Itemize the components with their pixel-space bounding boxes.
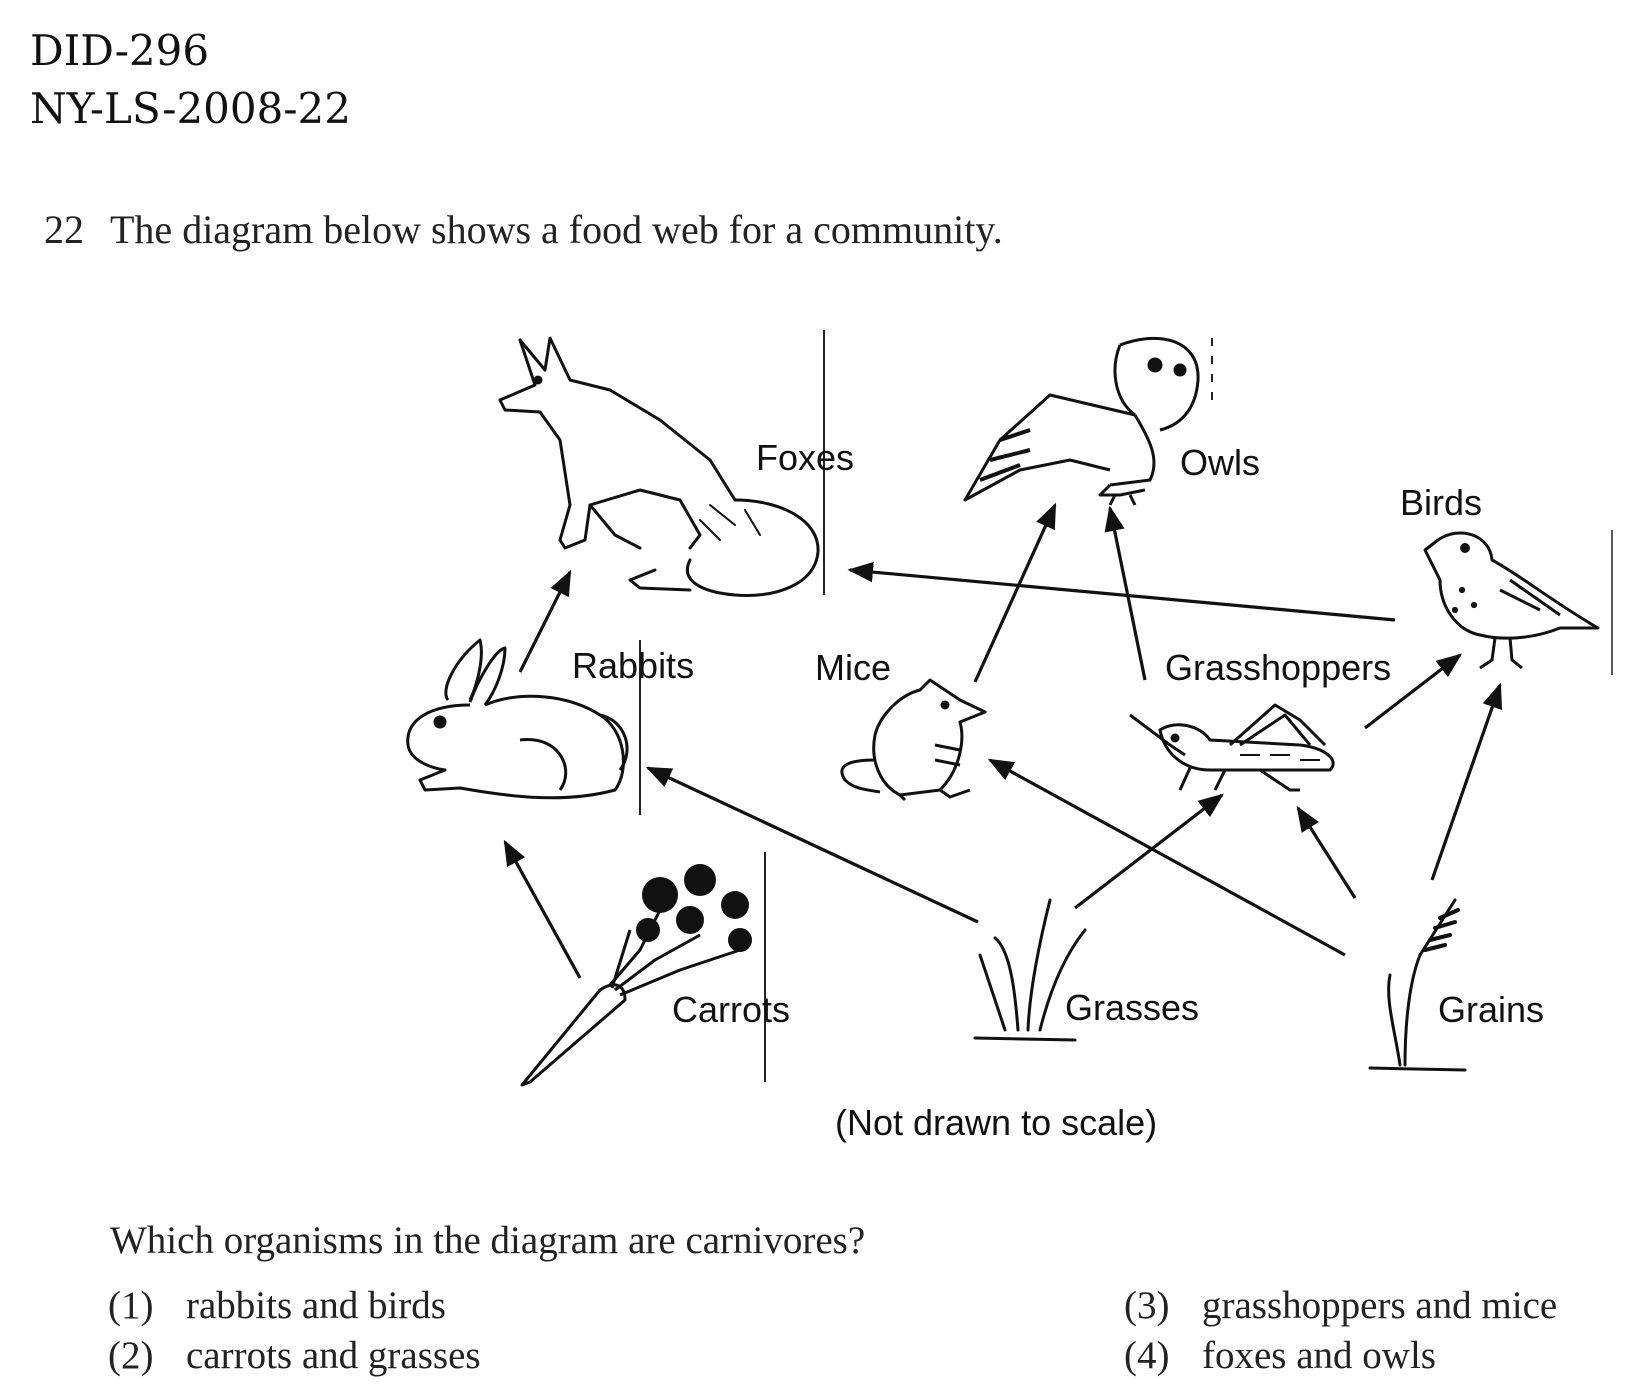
arrow-grasses-to-grasshoppers [1074,793,1225,910]
label-grasshoppers: Grasshoppers [1165,647,1391,688]
arrow-grains-to-grasshoppers [1296,805,1357,899]
arrow-mice-to-owls [973,502,1057,683]
arrow-grains-to-mice [987,758,1346,957]
scan-artifact-lines [639,330,1613,1082]
rabbit-icon [406,638,629,800]
arrow-grasses-to-rabbits [645,766,979,924]
label-birds: Birds [1400,482,1482,523]
choice-number: (1) [108,1284,154,1327]
document-code: NY-LS-2008-22 [30,84,351,133]
arrow-birds-to-foxes [847,561,1396,622]
label-carrots: Carrots [672,989,790,1030]
grass-icon [973,898,1087,1042]
answer-choice-2[interactable]: (2) carrots and grasses [108,1333,481,1378]
bird-icon [1423,531,1600,670]
mouse-icon [840,678,987,802]
choice-text: rabbits and birds [186,1284,446,1327]
choice-text: foxes and owls [1202,1334,1436,1377]
choice-number: (2) [108,1334,154,1377]
owl-icon [963,337,1200,506]
question-text: The diagram below shows a food web for a… [110,207,1003,252]
question-number: 22 [44,207,84,252]
arrow-grains-to-birds [1430,682,1503,881]
grain-icon [1368,898,1467,1072]
label-owls: Owls [1180,442,1260,483]
label-grasses: Grasses [1065,987,1199,1028]
grasshopper-icon [1129,703,1335,792]
answer-choice-4[interactable]: (4) foxes and owls [1124,1333,1436,1378]
question-prompt: Which organisms in the diagram are carni… [110,1219,866,1262]
answer-choice-3[interactable]: (3) grasshoppers and mice [1124,1283,1557,1328]
label-mice: Mice [815,647,891,688]
choice-text: carrots and grasses [186,1334,481,1377]
label-foxes: Foxes [756,437,854,478]
document-id: DID-296 [30,26,210,75]
food-web-arrows [503,502,1503,979]
choice-text: grasshoppers and mice [1202,1284,1558,1327]
choice-number: (3) [1124,1284,1170,1327]
label-rabbits: Rabbits [572,645,694,686]
choice-number: (4) [1124,1334,1170,1377]
fox-icon [498,336,820,597]
label-grains: Grains [1438,989,1544,1030]
arrow-grasshoppers-to-birds [1364,653,1463,730]
arrow-carrots-to-rabbits [503,839,582,979]
arrow-rabbits-to-foxes [518,569,572,673]
carrot-icon [520,864,752,1087]
scale-note: (Not drawn to scale) [835,1102,1157,1143]
answer-choice-1[interactable]: (1) rabbits and birds [108,1283,446,1328]
